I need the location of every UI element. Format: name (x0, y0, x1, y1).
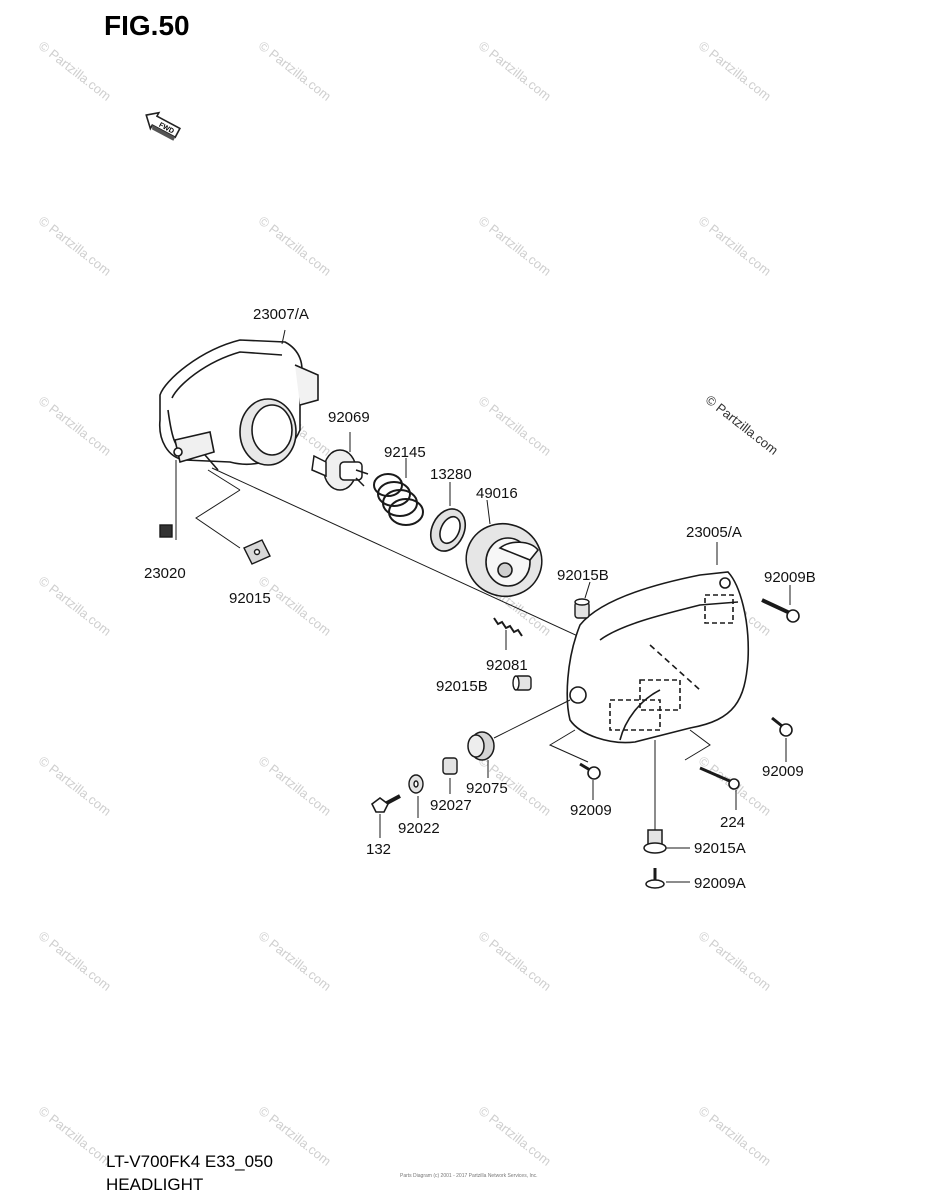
part-label-92015b-upper[interactable]: 92015B (557, 567, 609, 584)
part-label-92027[interactable]: 92027 (430, 797, 472, 814)
headlight-unit-23007a[interactable] (159, 339, 319, 471)
nut-92015[interactable] (243, 539, 271, 565)
part-label-49016[interactable]: 49016 (476, 485, 518, 502)
part-label-132[interactable]: 132 (366, 841, 392, 858)
part-label-23005a[interactable]: 23005/A (686, 524, 742, 541)
bolt-224[interactable] (699, 766, 740, 790)
part-label-92015b-lower[interactable]: 92015B (436, 678, 488, 695)
figure-title: FIG.50 (104, 10, 190, 41)
part-label-224[interactable]: 224 (720, 814, 746, 831)
socket-cover-49016[interactable] (456, 513, 552, 607)
copyright-note: Parts Diagram (c) 2001 - 2017 Partzilla … (400, 1173, 538, 1179)
fwd-arrow-icon: FWD (145, 111, 181, 141)
spring-92145[interactable] (373, 473, 424, 526)
collar-92027[interactable] (442, 757, 458, 775)
housing-23005a[interactable] (566, 571, 750, 744)
bolt-132[interactable] (370, 794, 401, 813)
collar-92015b-lower[interactable] (512, 675, 532, 691)
washer-92022[interactable] (408, 774, 424, 794)
screw-92009a[interactable] (645, 868, 665, 889)
part-label-92069[interactable]: 92069 (328, 409, 370, 426)
part-label-92009-middle[interactable]: 92009 (570, 802, 612, 819)
screw-92009-right[interactable] (771, 716, 793, 737)
part-label-92075[interactable]: 92075 (466, 780, 508, 797)
part-label-23020[interactable]: 23020 (144, 565, 186, 582)
bulb-92069[interactable] (311, 449, 369, 491)
part-label-92145[interactable]: 92145 (384, 444, 426, 461)
part-label-13280[interactable]: 13280 (430, 466, 472, 483)
part-label-92009-right[interactable]: 92009 (762, 763, 804, 780)
part-label-92009a[interactable]: 92009A (694, 875, 746, 892)
part-label-92015a[interactable]: 92015A (694, 840, 746, 857)
figure-caption: HEADLIGHT (106, 1175, 204, 1194)
nut-92015a[interactable] (643, 829, 667, 854)
bolt-92009b[interactable] (761, 598, 800, 623)
spring-92081[interactable] (493, 617, 523, 637)
part-label-92009b[interactable]: 92009B (764, 569, 816, 586)
part-label-23007a[interactable]: 23007/A (253, 306, 309, 323)
collar-92015b-upper[interactable] (574, 598, 590, 619)
part-label-92015[interactable]: 92015 (229, 590, 271, 607)
clip-23020[interactable] (159, 524, 173, 538)
model-code: LT-V700FK4 E33_050 (106, 1152, 273, 1171)
ring-13280[interactable] (424, 503, 472, 556)
part-label-92081[interactable]: 92081 (486, 657, 528, 674)
screw-92009-middle[interactable] (579, 762, 601, 780)
grommet-92075[interactable] (467, 731, 495, 761)
part-label-92022[interactable]: 92022 (398, 820, 440, 837)
